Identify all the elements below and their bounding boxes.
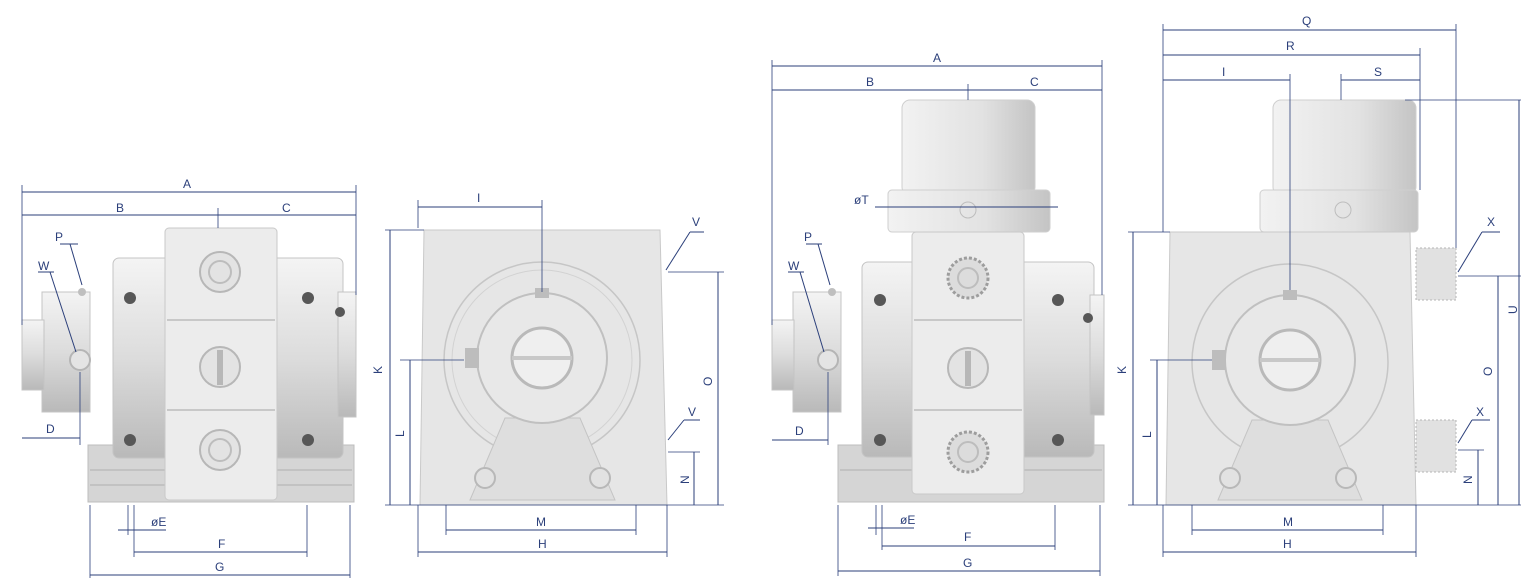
- label-P: P: [55, 230, 63, 244]
- dim-F-3: F: [964, 530, 971, 544]
- label-V-upper: V: [692, 215, 700, 229]
- right-flange: [337, 291, 357, 418]
- dim-G-3: G: [963, 556, 972, 570]
- dim-I-4: I: [1222, 65, 1225, 79]
- motor-flange: [887, 189, 1051, 233]
- dim-D: D: [46, 422, 55, 436]
- dim-C-3: C: [1030, 75, 1039, 89]
- dim-R: R: [1286, 39, 1295, 53]
- dim-G: G: [215, 560, 224, 574]
- label-X-upper: X: [1487, 215, 1495, 229]
- label-V-lower: V: [688, 405, 696, 419]
- dim-T-3: øT: [854, 193, 869, 207]
- view-4-front-motor: [1165, 99, 1457, 506]
- view-1-dimensions: A B C P W D øE F G: [21, 177, 357, 578]
- dim-N-4: N: [1461, 475, 1475, 484]
- dim-M-4: M: [1283, 515, 1293, 529]
- view-1-side: [21, 227, 357, 503]
- label-W: W: [38, 259, 50, 273]
- view-2-dimensions: I K L V O V N M H: [371, 191, 724, 557]
- dim-S: S: [1374, 65, 1382, 79]
- dim-H-4: H: [1283, 537, 1292, 551]
- dim-O-4: O: [1481, 367, 1495, 376]
- dim-K-4: K: [1115, 366, 1129, 374]
- dim-C: C: [282, 201, 291, 215]
- dim-L-4: L: [1140, 431, 1154, 438]
- label-X-lower: X: [1476, 405, 1484, 419]
- shaft-end: [21, 319, 45, 391]
- dim-N: N: [678, 475, 692, 484]
- dim-B: B: [116, 201, 124, 215]
- label-P-3: P: [804, 230, 812, 244]
- dim-E-3: øE: [900, 513, 915, 527]
- dim-H: H: [538, 537, 547, 551]
- dim-L: L: [393, 430, 407, 437]
- view-4-dimensions: Q R I S K L X O U X N M: [1115, 14, 1521, 557]
- label-W-3: W: [788, 259, 800, 273]
- dim-E: øE: [151, 515, 166, 529]
- view-2-front: [419, 229, 668, 506]
- dim-Q: Q: [1302, 14, 1311, 28]
- dim-F: F: [218, 537, 225, 551]
- dim-A: A: [183, 177, 191, 191]
- motor-cap: [901, 99, 1036, 196]
- dim-B-3: B: [866, 75, 874, 89]
- dim-D-3: D: [795, 424, 804, 438]
- dim-O: O: [701, 377, 715, 386]
- view-3-dimensions: A B C øT P W D øE F G: [771, 51, 1103, 576]
- dim-M: M: [536, 515, 546, 529]
- dim-I: I: [477, 191, 480, 205]
- view-3-side-motor: [771, 99, 1105, 503]
- dim-A-3: A: [933, 51, 941, 65]
- dim-U: U: [1506, 305, 1520, 314]
- dim-K: K: [371, 366, 385, 374]
